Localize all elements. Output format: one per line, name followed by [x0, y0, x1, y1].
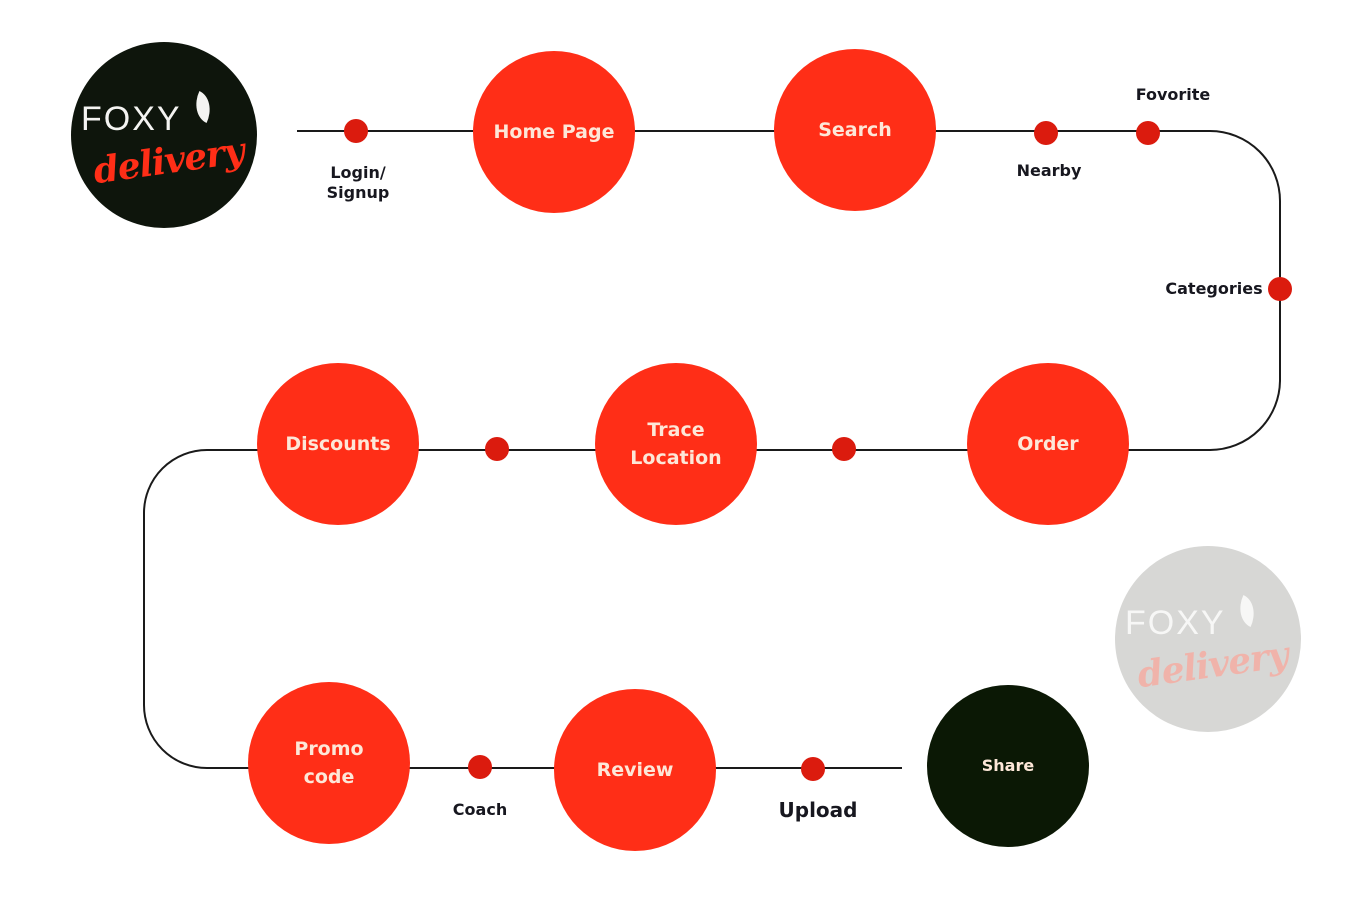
leaf-icon [188, 90, 218, 124]
dot-upload [801, 757, 825, 781]
dot-login-signup [344, 119, 368, 143]
leaf-icon-faded [1232, 594, 1262, 628]
node-share[interactable]: Share [927, 685, 1089, 847]
node-trace-location[interactable]: Trace Location [595, 363, 757, 525]
label-categories: Categories [1165, 279, 1263, 298]
node-home-page[interactable]: Home Page [473, 51, 635, 213]
node-search[interactable]: Search [774, 49, 936, 211]
foxy-delivery-logo: FOXY delivery [71, 42, 257, 228]
label-fovorite: Fovorite [1135, 85, 1211, 104]
node-order[interactable]: Order [967, 363, 1129, 525]
logo-script: delivery [90, 129, 247, 193]
logo-script-faded: delivery [1134, 633, 1291, 697]
node-review[interactable]: Review [554, 689, 716, 851]
dot-categories [1268, 277, 1292, 301]
dot-fovorite [1136, 121, 1160, 145]
flow-line [143, 130, 1281, 769]
node-promo-code[interactable]: Promo code [248, 682, 410, 844]
dot-coach [468, 755, 492, 779]
label-upload: Upload [778, 798, 858, 822]
foxy-delivery-logo-faded: FOXY delivery [1115, 546, 1301, 732]
logo-word-faded: FOXY [1125, 604, 1226, 642]
dot-nearby [1034, 121, 1058, 145]
dot-trace-discounts [485, 437, 509, 461]
label-nearby: Nearby [1016, 161, 1082, 180]
label-coach: Coach [452, 800, 508, 819]
logo-word: FOXY [81, 100, 182, 138]
label-login-signup: Login/ Signup [326, 163, 390, 202]
dot-order-trace [832, 437, 856, 461]
node-discounts[interactable]: Discounts [257, 363, 419, 525]
